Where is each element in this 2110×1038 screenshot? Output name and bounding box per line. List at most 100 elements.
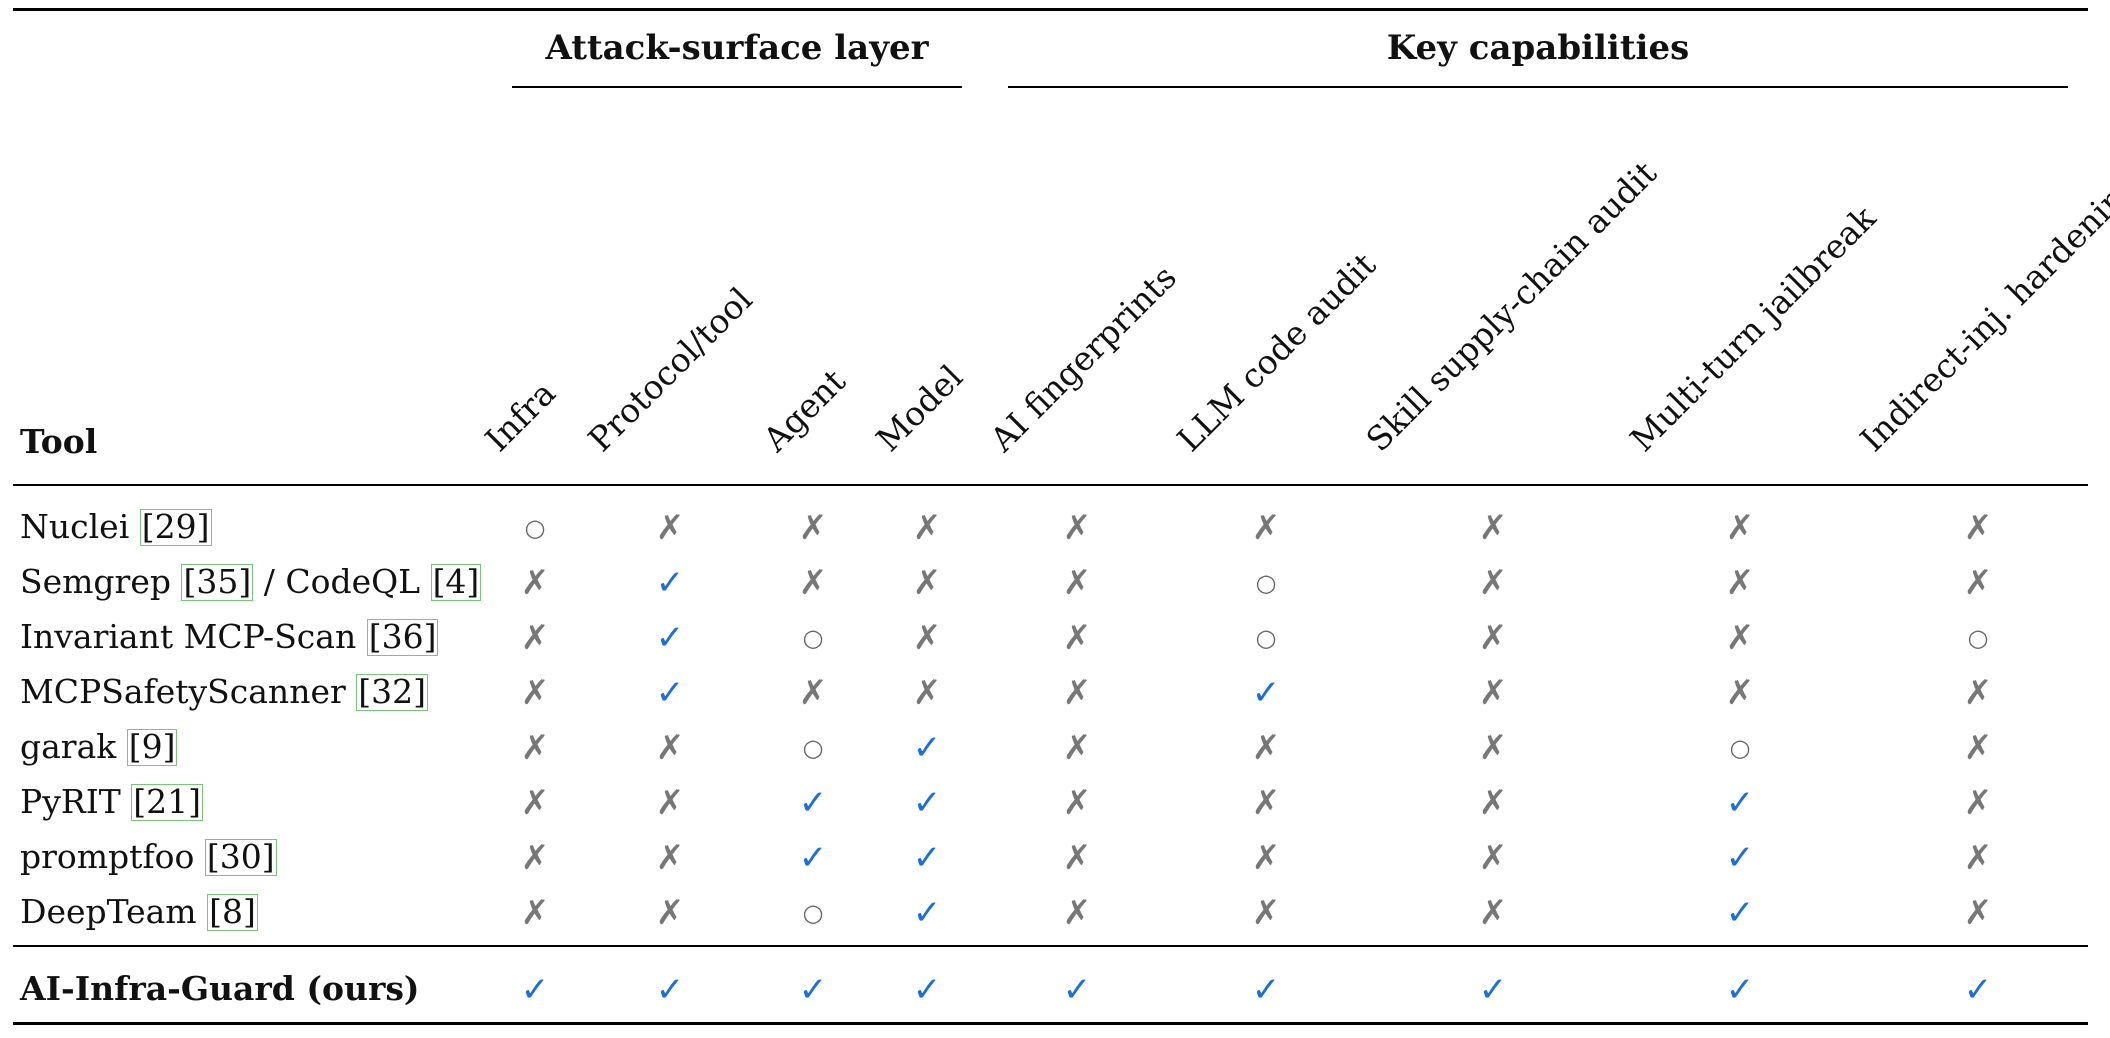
group-rule-attack-surface [512, 86, 962, 88]
check-icon: ✓ [912, 838, 942, 878]
check-icon: ✓ [1251, 970, 1281, 1010]
cross-icon: ✗ [1062, 893, 1092, 933]
cross-icon: ✗ [1062, 508, 1092, 548]
cross-icon: ✗ [1963, 728, 1993, 768]
cross-icon: ✗ [1062, 838, 1092, 878]
partial-circle-icon: ○ [1967, 624, 1989, 652]
check-icon: ✓ [655, 563, 685, 603]
cross-icon: ✗ [1725, 563, 1755, 603]
tool-name: DeepTeam [20, 892, 208, 931]
tool-name-cell: promptfoo [30] [20, 837, 277, 876]
cross-icon: ✗ [1251, 728, 1281, 768]
citation-link[interactable]: [35] [181, 562, 254, 601]
cross-icon: ✗ [1251, 783, 1281, 823]
cross-icon: ✗ [798, 508, 828, 548]
cross-icon: ✗ [912, 563, 942, 603]
check-icon: ✓ [655, 673, 685, 713]
cross-icon: ✗ [798, 563, 828, 603]
cross-icon: ✗ [1478, 838, 1508, 878]
tool-name: garak [20, 727, 127, 766]
cross-icon: ✗ [1963, 673, 1993, 713]
cross-icon: ✗ [1963, 563, 1993, 603]
table-row: Invariant MCP-Scan [36]✗✓○✗✗○✗✗○ [0, 610, 2110, 665]
cross-icon: ✗ [1062, 618, 1092, 658]
cross-icon: ✗ [1478, 673, 1508, 713]
bottom-rule [13, 1022, 2088, 1025]
group-header-key-capabilities: Key capabilities [1386, 28, 1690, 68]
cross-icon: ✗ [1062, 783, 1092, 823]
tool-name-cell: PyRIT [21] [20, 782, 203, 821]
cross-icon: ✗ [655, 893, 685, 933]
tool-name: promptfoo [20, 837, 205, 876]
cross-icon: ✗ [1478, 618, 1508, 658]
cross-icon: ✗ [655, 508, 685, 548]
cross-icon: ✗ [1478, 783, 1508, 823]
check-icon: ✓ [1251, 673, 1281, 713]
check-icon: ✓ [1725, 838, 1755, 878]
partial-circle-icon: ○ [802, 734, 824, 762]
citation-link[interactable]: [8] [207, 892, 258, 931]
tool-name-cell: Invariant MCP-Scan [36] [20, 617, 439, 656]
check-icon: ✓ [1725, 893, 1755, 933]
group-rule-key-capabilities [1008, 86, 2068, 88]
cross-icon: ✗ [1478, 563, 1508, 603]
tool-name: Semgrep [20, 562, 182, 601]
check-icon: ✓ [520, 970, 550, 1010]
cross-icon: ✗ [1963, 508, 1993, 548]
check-icon: ✓ [655, 970, 685, 1010]
table-row: garak [9]✗✗○✓✗✗✗○✗ [0, 720, 2110, 775]
tool-name-cell: DeepTeam [8] [20, 892, 258, 931]
column-header-3: Model [868, 357, 971, 459]
tool-column-header: Tool [20, 422, 98, 461]
tool-name-extra: / CodeQL [253, 562, 431, 601]
citation-link[interactable]: [21] [131, 782, 203, 821]
citation-link[interactable]: [32] [356, 672, 428, 711]
check-icon: ✓ [912, 893, 942, 933]
partial-circle-icon: ○ [524, 514, 546, 542]
citation-link[interactable]: [36] [366, 617, 439, 656]
column-header-8: Indirect-inj. hardening [1852, 163, 2110, 459]
cross-icon: ✗ [1963, 783, 1993, 823]
cross-icon: ✗ [1478, 508, 1508, 548]
table-row: Nuclei [29]○✗✗✗✗✗✗✗✗ [0, 500, 2110, 555]
check-icon: ✓ [798, 970, 828, 1010]
check-icon: ✓ [912, 970, 942, 1010]
partial-circle-icon: ○ [802, 624, 824, 652]
citation-link[interactable]: [29] [139, 507, 212, 546]
cross-icon: ✗ [520, 728, 550, 768]
cross-icon: ✗ [1062, 673, 1092, 713]
tool-name: AI-Infra-Guard (ours) [20, 969, 420, 1008]
table-row: PyRIT [21]✗✗✓✓✗✗✗✓✗ [0, 775, 2110, 830]
cross-icon: ✗ [520, 563, 550, 603]
cross-icon: ✗ [520, 618, 550, 658]
table-row: MCPSafetyScanner [32]✗✓✗✗✗✓✗✗✗ [0, 665, 2110, 720]
column-header-2: Agent [755, 361, 854, 459]
cross-icon: ✗ [1725, 673, 1755, 713]
cross-icon: ✗ [655, 783, 685, 823]
table-row: promptfoo [30]✗✗✓✓✗✗✗✓✗ [0, 830, 2110, 885]
column-header-7: Multi-turn jailbreak [1622, 198, 1884, 459]
check-icon: ✓ [912, 783, 942, 823]
citation-link[interactable]: [30] [204, 837, 277, 876]
cross-icon: ✗ [520, 893, 550, 933]
check-icon: ✓ [1725, 970, 1755, 1010]
cross-icon: ✗ [1963, 838, 1993, 878]
cross-icon: ✗ [1251, 508, 1281, 548]
column-header-0: Infra [477, 373, 563, 459]
partial-circle-icon: ○ [1255, 624, 1277, 652]
check-icon: ✓ [1963, 970, 1993, 1010]
cross-icon: ✗ [1251, 838, 1281, 878]
check-icon: ✓ [1478, 970, 1508, 1010]
tool-name-cell: MCPSafetyScanner [32] [20, 672, 428, 711]
tool-name: Nuclei [20, 507, 140, 546]
cross-icon: ✗ [520, 783, 550, 823]
citation-link[interactable]: [9] [126, 727, 178, 766]
cross-icon: ✗ [1725, 618, 1755, 658]
tool-name: Invariant MCP-Scan [20, 617, 367, 656]
tool-name-cell: Nuclei [29] [20, 507, 212, 546]
citation-link[interactable]: [4] [430, 562, 482, 601]
check-icon: ✓ [1062, 970, 1092, 1010]
mid-rule [13, 945, 2088, 947]
tool-name: MCPSafetyScanner [20, 672, 357, 711]
